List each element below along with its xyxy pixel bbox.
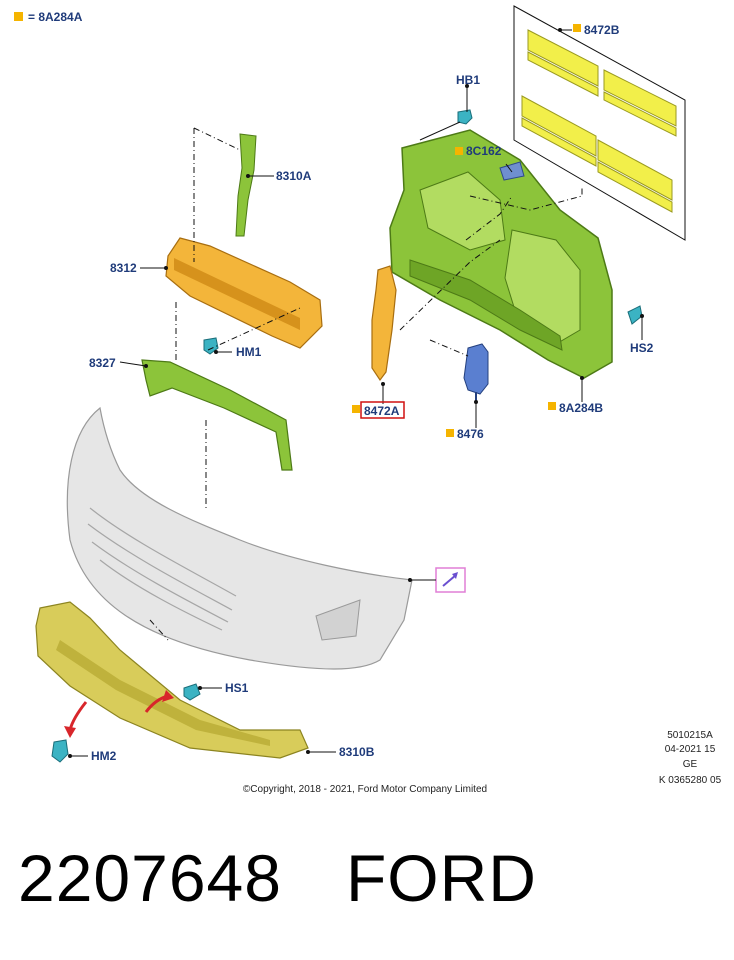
alignment-lines xyxy=(149,127,583,641)
air-duct-8472A xyxy=(371,265,397,382)
callout-HM1: HM1 xyxy=(236,345,262,359)
bumper-cover xyxy=(66,406,413,670)
callout-8476: 8476 xyxy=(457,427,484,441)
part-number: 2207648 xyxy=(18,841,282,915)
undershield-8310B xyxy=(35,601,309,759)
callout-8472B: 8472B xyxy=(584,23,620,37)
rotation-arrows xyxy=(64,690,174,738)
clip-HM1 xyxy=(203,337,219,355)
callout-8C162: 8C162 xyxy=(466,144,502,158)
illustration-date: 04-2021 15 xyxy=(665,744,716,755)
callout-8327: 8327 xyxy=(89,356,116,370)
callout-HS1: HS1 xyxy=(225,681,249,695)
legend-marker xyxy=(14,12,23,21)
callout-8310B: 8310B xyxy=(339,745,375,759)
radiator-support-8A284B xyxy=(389,129,613,379)
callout-8A284B: 8A284B xyxy=(559,401,603,415)
illustration-code: 5010215A xyxy=(667,730,713,741)
view-indicator xyxy=(435,567,466,593)
callout-8472A: 8472A xyxy=(364,404,400,418)
reinforcement-8327 xyxy=(141,359,293,471)
copyright-notice: ©Copyright, 2018 - 2021, Ford Motor Comp… xyxy=(243,784,487,795)
clip-HM2 xyxy=(51,739,69,763)
callout-8310A: 8310A xyxy=(276,169,312,183)
illustration-reference: K 0365280 05 xyxy=(659,775,722,786)
brand-name: FORD xyxy=(345,841,537,915)
bracket-8310A xyxy=(235,133,257,237)
clip-HS2 xyxy=(627,305,643,325)
clip-HB1 xyxy=(457,109,473,125)
sensor-8476 xyxy=(463,343,489,402)
callout-HB1: HB1 xyxy=(456,73,480,87)
illustration-region: GE xyxy=(683,759,698,770)
title-line: 2207648 FORD xyxy=(18,840,601,916)
legend-label: = 8A284A xyxy=(28,10,83,24)
air-deflector-8312 xyxy=(165,237,323,349)
callout-HS2: HS2 xyxy=(630,341,654,355)
shutter-assembly-8472B xyxy=(513,5,686,241)
leader-lines xyxy=(70,29,643,757)
bracket-8C162 xyxy=(499,161,525,181)
callout-8312: 8312 xyxy=(110,261,137,275)
clip-HS1 xyxy=(183,683,201,701)
highlight-box-8472A xyxy=(360,401,405,419)
callout-HM2: HM2 xyxy=(91,749,117,763)
